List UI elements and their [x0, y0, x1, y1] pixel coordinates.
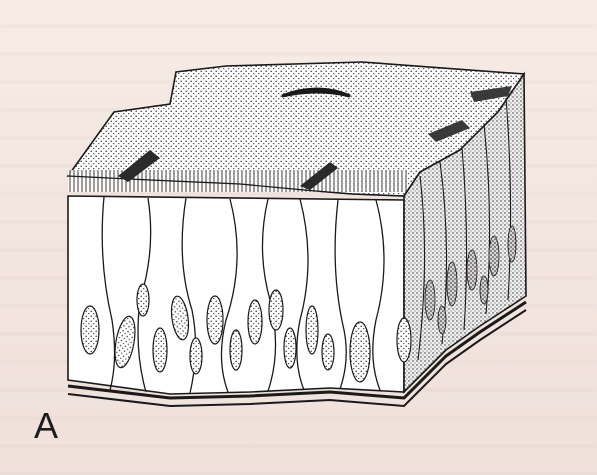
cilia-band — [68, 170, 408, 192]
panel-label: A — [34, 408, 58, 444]
